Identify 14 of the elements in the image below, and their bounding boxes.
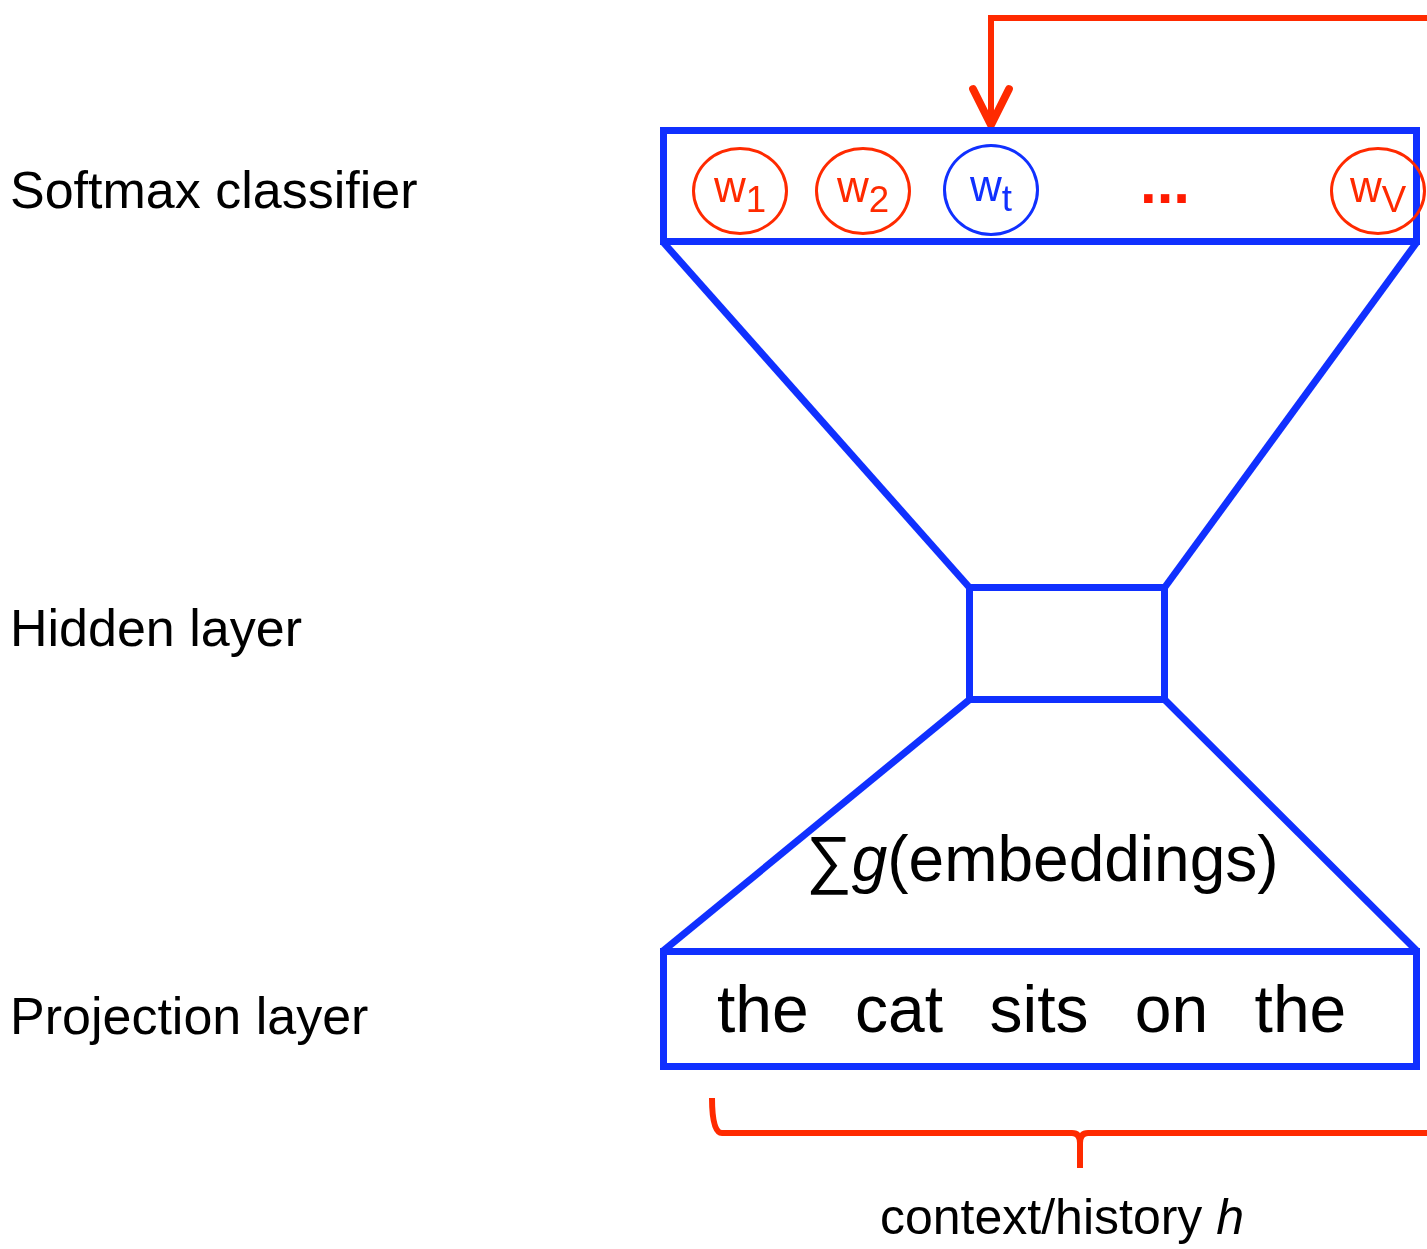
word-circle: w$_{t}$ (943, 144, 1039, 236)
layer-label: Projection layer (10, 986, 369, 1046)
layer-label: Hidden layer (10, 598, 302, 658)
ellipsis: ... (1140, 148, 1190, 217)
context-label: context/history h (880, 1188, 1245, 1246)
hidden-layer-box (966, 584, 1168, 703)
layer-label: Softmax classifier (10, 160, 418, 220)
projection-layer-box (660, 948, 1420, 1070)
word-circle: w$_{1}$ (692, 147, 788, 235)
word-circle: w$_{2}$ (815, 147, 911, 235)
word-circle: w$_{V}$ (1330, 147, 1426, 235)
word-sequence: the cat sits on the (717, 971, 1347, 1047)
formula-label: ∑g(embeddings) (806, 822, 1279, 896)
arrow (969, 15, 1427, 129)
